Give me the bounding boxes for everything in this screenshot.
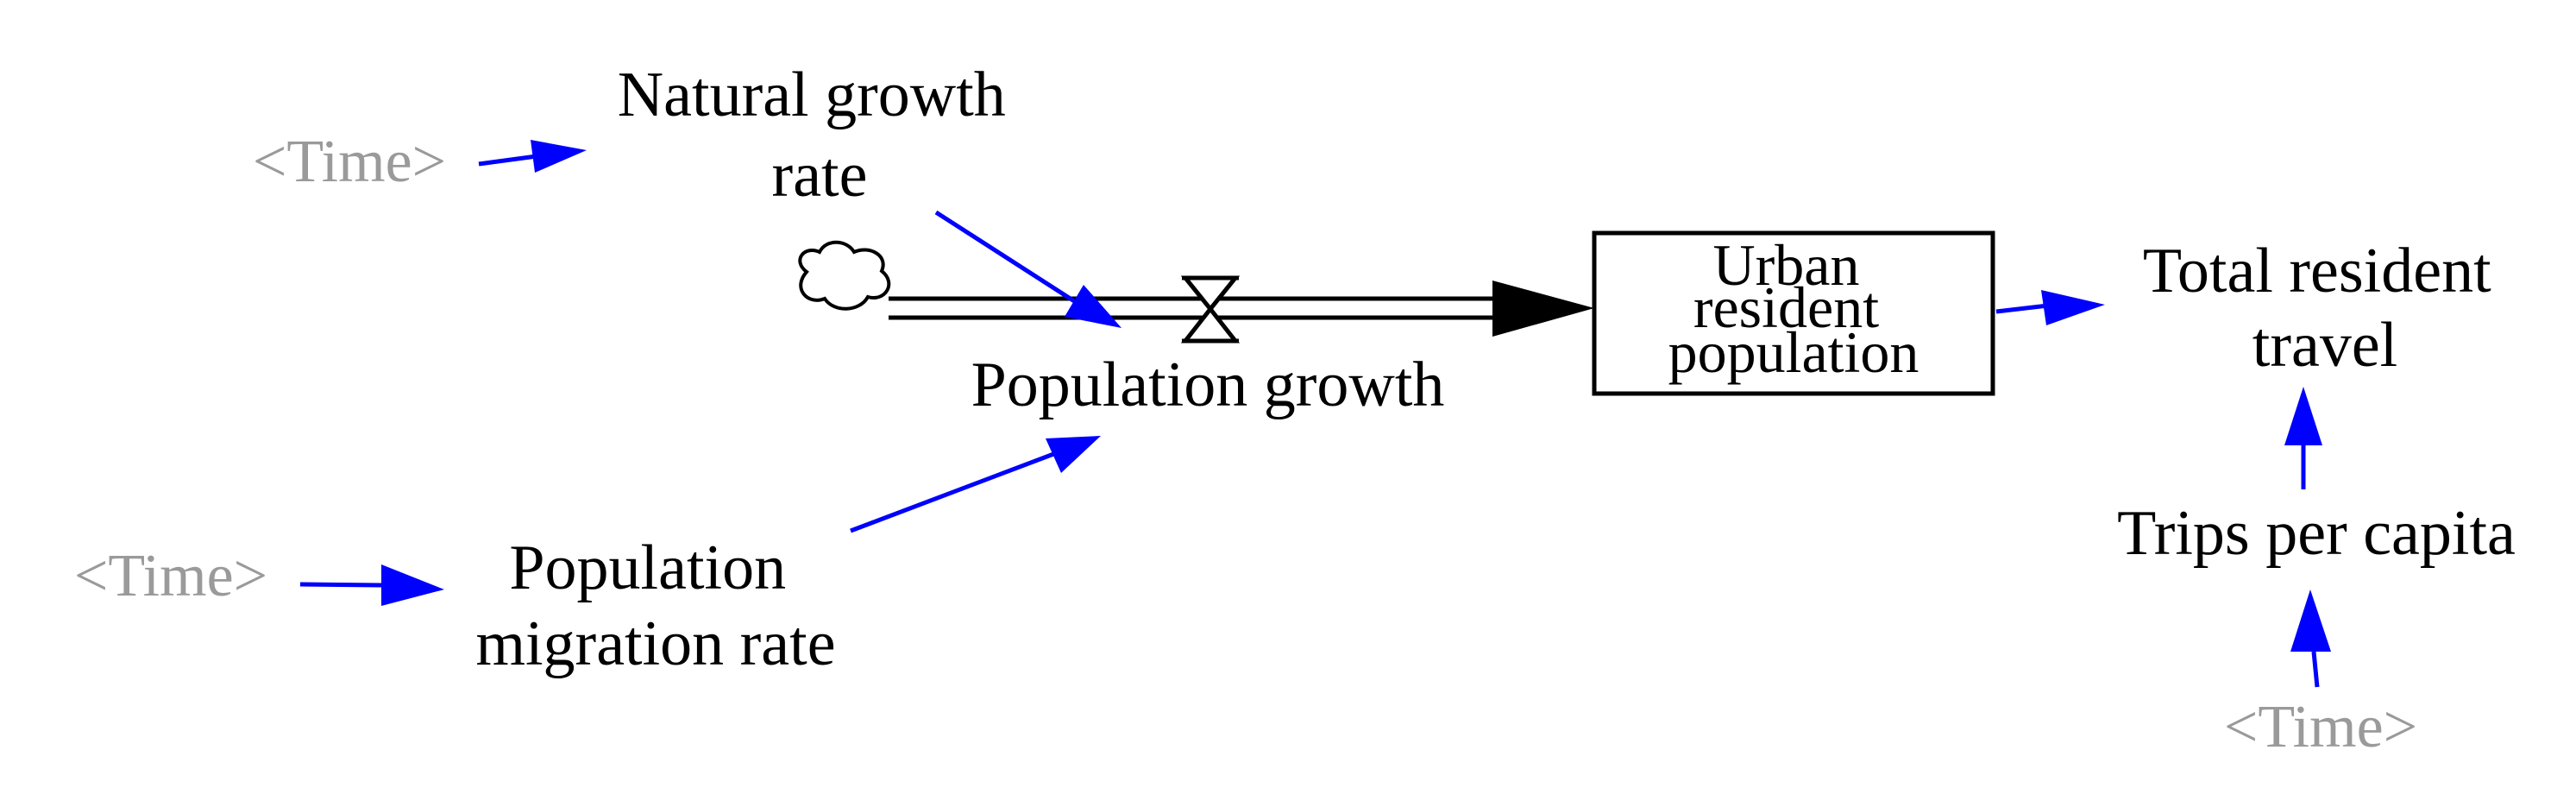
total-resident-travel-label: Total resident travel — [2143, 236, 2507, 381]
link-arrowhead — [2041, 290, 2105, 325]
link-arrowhead — [381, 564, 444, 606]
link-natural-growth-rate-to-population-growth — [934, 210, 1080, 306]
link-arrowhead — [1065, 285, 1122, 328]
valve-icon — [1180, 275, 1241, 344]
link-arrowhead — [531, 140, 587, 173]
link-arrowhead — [1046, 436, 1101, 473]
population-migration-rate-label: Population migration rate — [475, 533, 835, 679]
causal-links — [299, 140, 2331, 688]
trips-per-capita-label: Trips per capita — [2117, 498, 2516, 569]
link-time-to-trips-per-capita — [2311, 651, 2320, 688]
population-growth-label: Population growth — [971, 350, 1445, 420]
link-arrowhead — [2284, 387, 2322, 445]
source-cloud-icon — [798, 240, 891, 311]
link-migration-rate-to-population-growth — [850, 451, 1057, 533]
flow-pipe — [889, 281, 1594, 337]
time-shadow-variable-1: <Time> — [253, 129, 446, 195]
link-population-to-total-travel — [1995, 303, 2049, 314]
link-time-to-natural-growth-rate — [478, 154, 537, 167]
link-arrowhead — [2290, 589, 2331, 652]
time-shadow-variable-2: <Time> — [74, 543, 267, 609]
urban-resident-population-stock — [1592, 230, 1995, 396]
link-time-to-migration-rate — [299, 582, 382, 588]
natural-growth-rate-label: Natural growth rate — [618, 60, 1022, 211]
time-shadow-variable-3: <Time> — [2224, 694, 2417, 760]
flow-arrowhead — [1492, 281, 1594, 337]
urban-resident-population-label: Urban resident population — [1668, 232, 1919, 385]
